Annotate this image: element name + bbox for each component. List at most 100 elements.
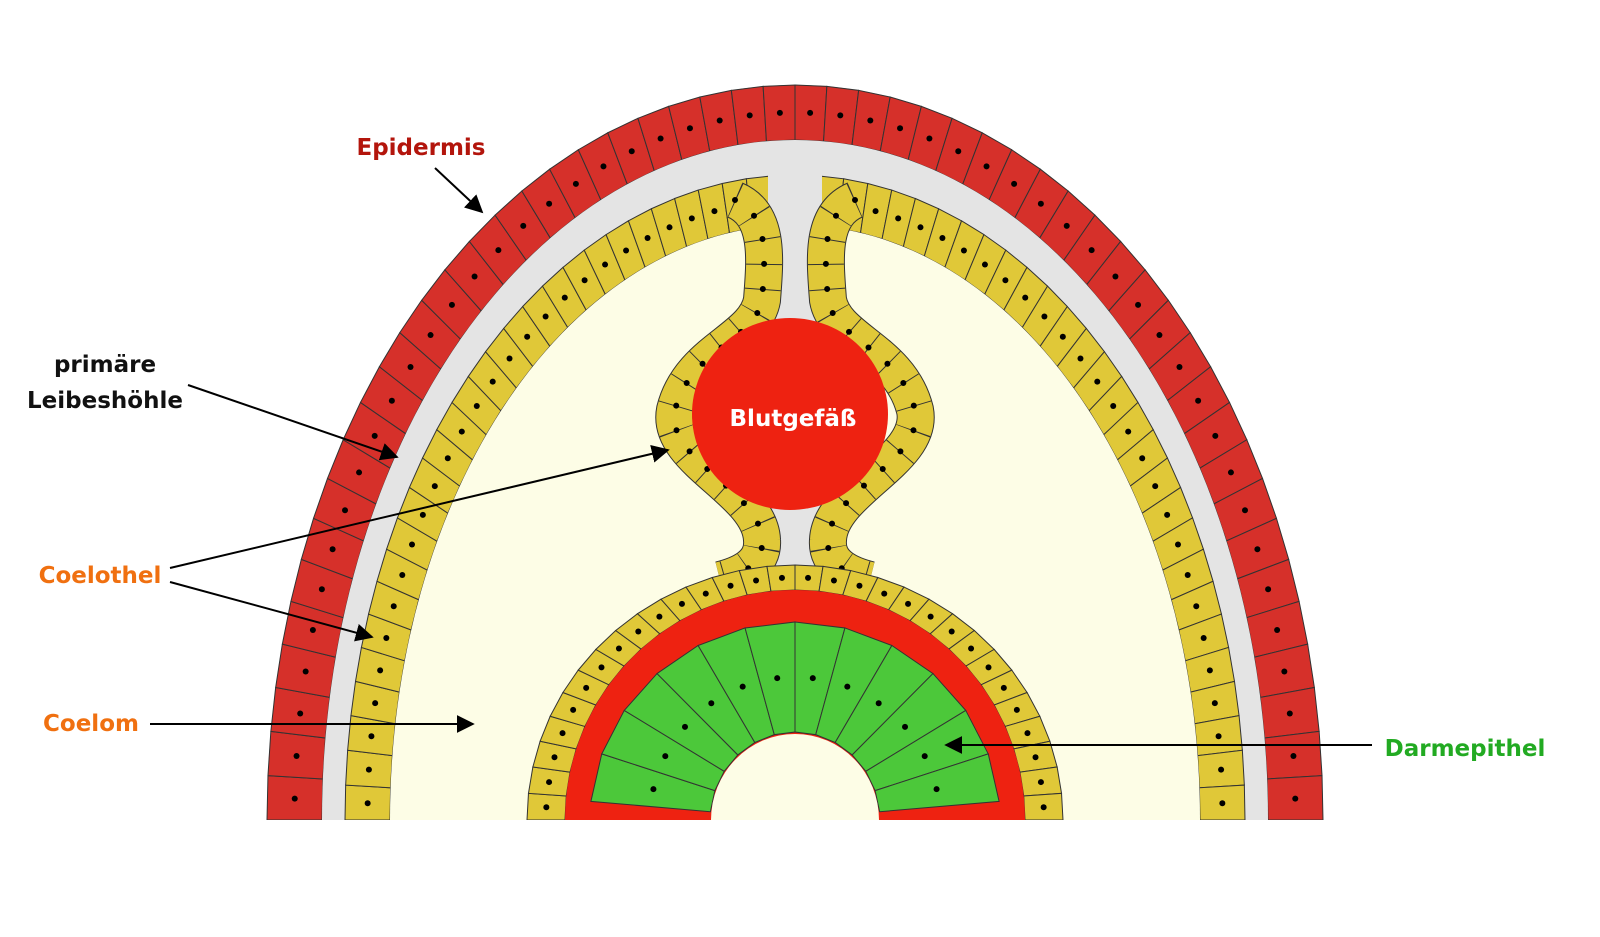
label-coelothel: Coelothel [39,563,162,589]
epidermis-nucleus [448,301,455,308]
coelothel-nucleus [711,208,718,215]
gut-coelothel-nucleus [583,684,590,691]
coelothel-nucleus [431,483,438,490]
epidermis-nucleus [356,469,363,476]
epidermis-nucleus [1265,586,1272,593]
coelothel-nucleus [524,333,531,340]
coelothel-nucleus [372,700,379,707]
coelothel-nucleus [419,511,426,518]
gut-coelothel-nucleus [881,590,888,597]
epidermis-nucleus [983,163,990,170]
label-arrows [150,167,1372,754]
gut-coelothel-nucleus [678,600,685,607]
gut-epithelium-nucleus [921,753,928,760]
coelothel-nucleus [1206,667,1213,674]
gut-epithelium-nucleus [844,683,851,690]
coelothel-nucleus [1002,277,1009,284]
coelothel-nucleus [368,733,375,740]
coelothel-nucleus [960,247,967,254]
coelothel-nucleus [1219,800,1226,807]
epidermis-nucleus [1037,200,1044,207]
epidermis-nucleus [407,364,414,371]
coelothel-nucleus [1125,428,1132,435]
gut-epithelium-nucleus [662,753,669,760]
epidermis-nucleus [495,247,502,254]
coelothel-nucleus [1022,294,1029,301]
gut-coelothel-nucleus [635,628,642,635]
epidermis-nucleus [471,273,478,280]
gut-epithelium-nucleus [708,700,715,707]
coelothel-nucleus [872,208,879,215]
coelothel-nucleus [981,261,988,268]
coelothel-nucleus [409,541,416,548]
coelothel-nucleus [377,667,384,674]
gut-coelothel-nucleus [702,590,709,597]
epidermis-nucleus [1088,247,1095,254]
epidermis-nucleus [628,148,635,155]
coelothel-nucleus [939,235,946,242]
epidermis-nucleus [955,148,962,155]
label-coelom: Coelom [43,711,139,737]
epidermis-nucleus [293,752,300,759]
epidermis-nucleus [329,546,336,553]
gut-coelothel-nucleus [727,582,734,589]
gut-coelothel-nucleus [948,628,955,635]
tissue-layers [250,84,1350,850]
arrow-primary-cavity [187,384,399,461]
coelothel-nucleus [458,428,465,435]
epidermis-nucleus [1254,546,1261,553]
epidermis-nucleus [746,112,753,119]
gut-epithelium-nucleus [774,675,781,682]
gut-coelothel-nucleus [615,645,622,652]
coelothel-nucleus [917,224,924,231]
gut-coelothel-nucleus [905,600,912,607]
coelothel-nucleus [399,572,406,579]
epidermis-nucleus [572,180,579,187]
gut-coelothel-nucleus [927,613,934,620]
gut-epithelium-nucleus [739,683,746,690]
gut-coelothel-nucleus [1000,684,1007,691]
gut-coelothel-nucleus [778,574,785,581]
coelothel-nucleus [390,603,397,610]
gut-epithelium-nucleus [875,700,882,707]
epidermis-nucleus [371,432,378,439]
coelothel-nucleus [1164,511,1171,518]
gut-epithelium-nucleus [809,675,816,682]
gut-coelothel-nucleus [546,779,553,786]
coelothel-nucleus [1218,766,1225,773]
label-gut-epithelium: Darmepithel [1385,736,1546,762]
gut-coelothel-nucleus [543,804,550,811]
epidermis-nucleus [1286,710,1293,717]
label-blood-vessel: Blutgefäß [730,406,857,432]
gut-coelothel-nucleus [830,577,837,584]
arrow-coelothel-wall [169,581,374,642]
blood-vessel [692,318,888,510]
epidermis-nucleus [1156,332,1163,339]
coelothel-nucleus [581,277,588,284]
coelothel-nucleus [1077,355,1084,362]
gut-coelothel-nucleus [1040,804,1047,811]
epidermis-nucleus [546,200,553,207]
gut-coelothel-nucleus [753,577,760,584]
epidermis-nucleus [427,332,434,339]
gut-coelothel-nucleus [1024,730,1031,737]
epidermis-nucleus [1112,273,1119,280]
gut-coelothel-nucleus [1013,706,1020,713]
coelothel-nucleus [1152,483,1159,490]
epidermis-nucleus [1290,752,1297,759]
epidermis-nucleus [1212,432,1219,439]
coelothel-nucleus [489,378,496,385]
label-epidermis: Epidermis [356,135,485,161]
epidermis-nucleus [318,586,325,593]
coelothel-nucleus [666,224,673,231]
epidermis-nucleus [297,710,304,717]
epidermis-nucleus [342,507,349,514]
label-primary-cavity-line2: Leibeshöhle [27,388,183,414]
coelothel-nucleus [364,800,371,807]
gut-epithelium-nucleus [902,723,909,730]
coelothel-nucleus [561,294,568,301]
gut-epithelium-nucleus [650,786,657,793]
gut-coelothel-nucleus [968,645,975,652]
